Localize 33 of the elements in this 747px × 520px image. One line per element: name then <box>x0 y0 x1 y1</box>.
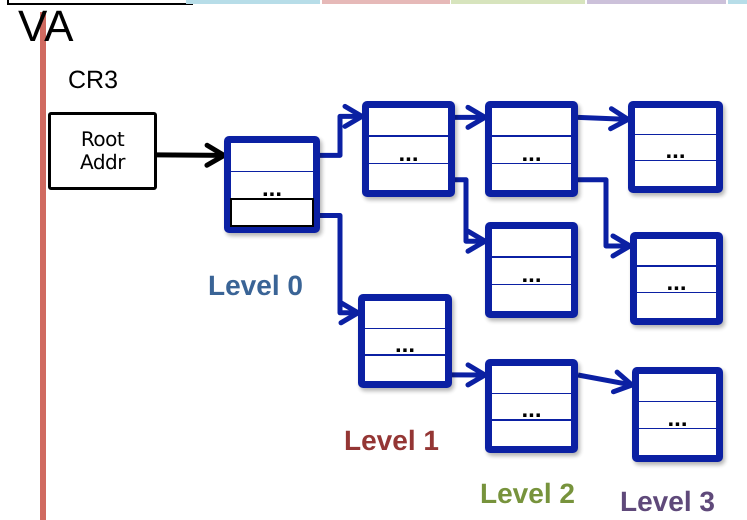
level-label: Level 3 <box>620 486 715 518</box>
arrow <box>578 106 630 132</box>
arrow <box>320 213 360 326</box>
ellipsis-text: ... <box>262 177 282 202</box>
level-label: Level 0 <box>208 270 303 302</box>
level-label: Level 1 <box>344 425 439 457</box>
page-table-box <box>630 232 723 325</box>
ellipsis-text: ... <box>398 142 418 166</box>
ellipsis-text: ... <box>522 142 542 166</box>
ellipsis-text: ... <box>666 138 686 163</box>
arrow <box>455 177 488 254</box>
register-label: CR3 <box>68 66 118 95</box>
ellipsis-text: ... <box>668 406 688 431</box>
page-table-box <box>632 367 723 462</box>
page-table-box <box>362 101 455 197</box>
arrow <box>578 177 632 258</box>
level-label: Level 2 <box>480 478 575 510</box>
ellipsis-text: ... <box>522 262 542 286</box>
page-table-box <box>485 101 578 197</box>
arrow <box>320 104 364 158</box>
ellipsis-text: ... <box>666 270 686 294</box>
arrow <box>455 104 488 130</box>
root-address-box: Root Addr <box>48 112 157 190</box>
arrow <box>452 362 488 388</box>
page-table-box <box>628 101 723 193</box>
ellipsis-text: ... <box>522 398 542 422</box>
page-table-box <box>485 359 578 453</box>
page-table-box <box>485 222 578 318</box>
arrow <box>578 370 634 394</box>
page-table-box <box>224 136 320 233</box>
page-table-box <box>358 294 452 388</box>
ellipsis-text: ... <box>395 333 415 358</box>
arrow <box>156 142 226 168</box>
